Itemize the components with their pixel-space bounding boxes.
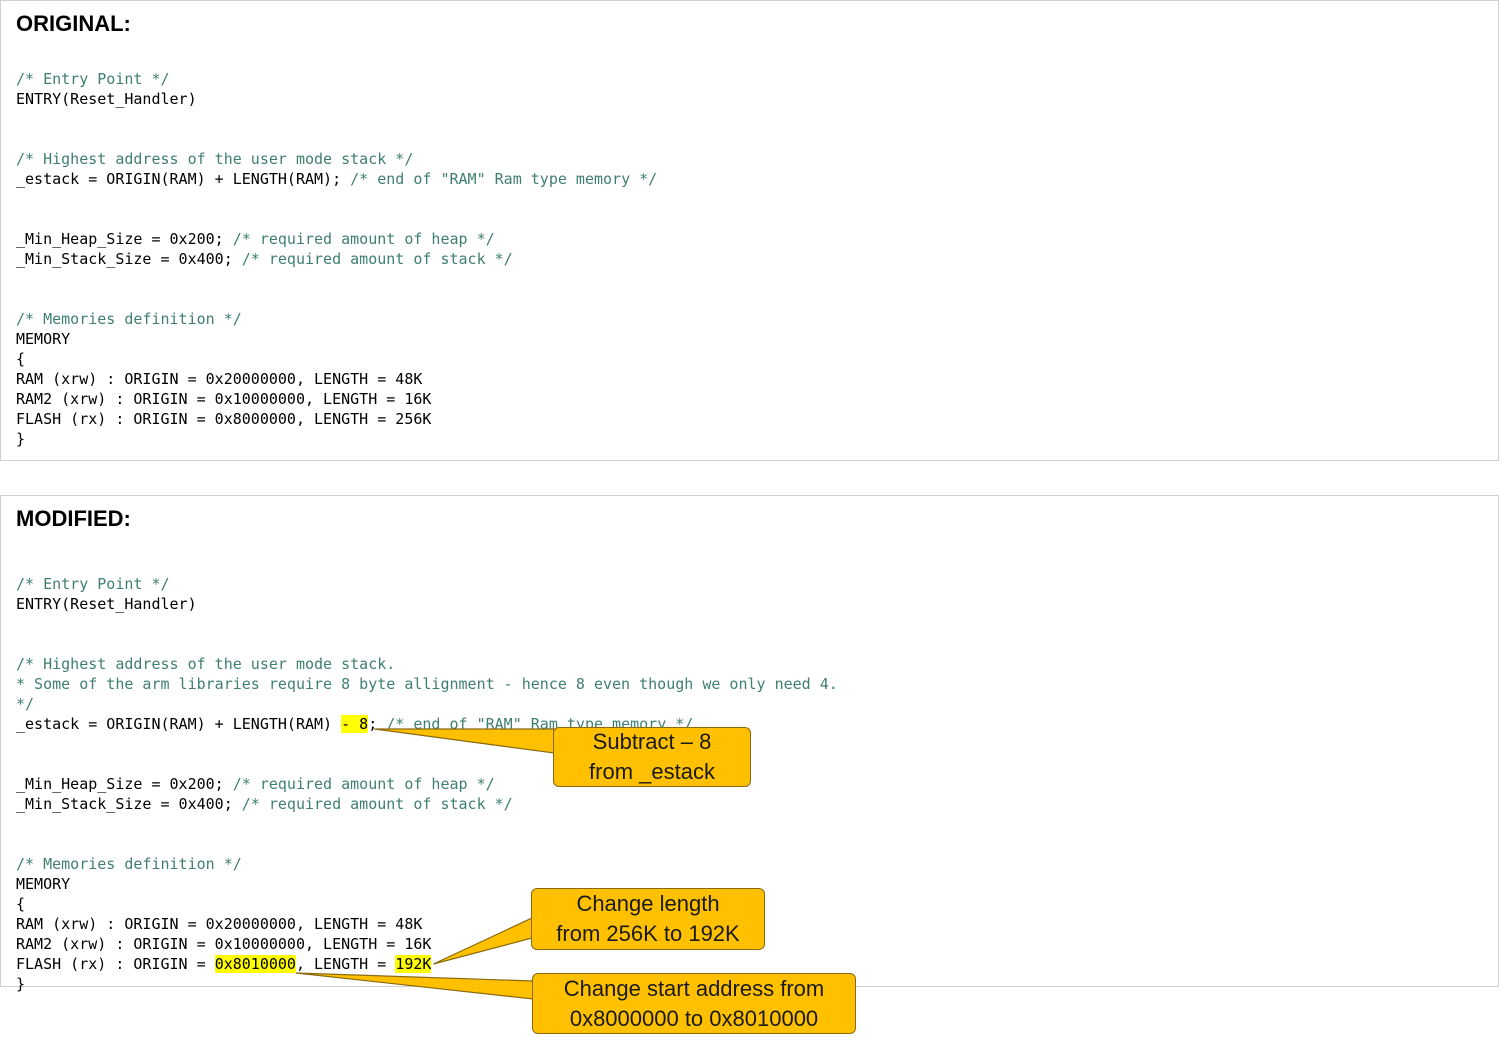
code-line: }	[16, 429, 657, 449]
code-line: RAM2 (xrw) : ORIGIN = 0x10000000, LENGTH…	[16, 389, 657, 409]
code-text: ENTRY(Reset_Handler)	[16, 90, 197, 108]
code-line: */	[16, 694, 838, 714]
code-line: {	[16, 894, 838, 914]
code-text: ;	[368, 715, 387, 733]
code-line: /* Entry Point */	[16, 69, 657, 89]
code-line: RAM2 (xrw) : ORIGIN = 0x10000000, LENGTH…	[16, 934, 838, 954]
length-callout-line2: from 256K to 192K	[556, 921, 740, 946]
code-text: RAM (xrw) : ORIGIN = 0x20000000, LENGTH …	[16, 370, 423, 388]
code-text: , LENGTH =	[295, 955, 396, 973]
code-line	[16, 814, 838, 834]
code-line: MEMORY	[16, 329, 657, 349]
code-comment: * Some of the arm libraries require 8 by…	[16, 675, 838, 693]
code-comment: */	[16, 695, 35, 713]
code-text: ENTRY(Reset_Handler)	[16, 595, 197, 613]
code-line: _Min_Heap_Size = 0x200; /* required amou…	[16, 774, 838, 794]
code-text: FLASH (rx) : ORIGIN =	[16, 955, 215, 973]
code-comment: /* end of "RAM" Ram type memory */	[350, 170, 658, 188]
highlighted-change: 192K	[395, 955, 432, 973]
code-line	[16, 129, 657, 149]
code-text: RAM (xrw) : ORIGIN = 0x20000000, LENGTH …	[16, 915, 423, 933]
highlighted-change: - 8	[341, 715, 369, 733]
address-callout-line1: Change start address from	[563, 975, 825, 1001]
code-text: {	[16, 350, 26, 368]
code-comment: /* Entry Point */	[16, 70, 170, 88]
code-text: RAM2 (xrw) : ORIGIN = 0x10000000, LENGTH…	[16, 390, 432, 408]
code-line: _Min_Heap_Size = 0x200; /* required amou…	[16, 229, 657, 249]
code-line: FLASH (rx) : ORIGIN = 0x8000000, LENGTH …	[16, 409, 657, 429]
code-comment: /* Memories definition */	[16, 855, 242, 873]
code-line	[16, 109, 657, 129]
modified-title: MODIFIED:	[16, 506, 131, 531]
highlighted-change: 0x8010000	[214, 955, 296, 973]
code-line	[16, 634, 838, 654]
code-line	[16, 289, 657, 309]
code-line: MEMORY	[16, 874, 838, 894]
code-comment: /* Memories definition */	[16, 310, 242, 328]
address-callout: Change start address from 0x8000000 to 0…	[532, 973, 856, 1034]
code-line	[16, 189, 657, 209]
code-line: _estack = ORIGIN(RAM) + LENGTH(RAM); /* …	[16, 169, 657, 189]
code-text: _Min_Heap_Size = 0x200;	[16, 230, 233, 248]
code-comment: /* required amount of heap */	[232, 230, 495, 248]
code-line	[16, 209, 657, 229]
code-line: /* Highest address of the user mode stac…	[16, 654, 838, 674]
length-callout-line1: Change length	[576, 891, 720, 916]
code-text: {	[16, 895, 26, 913]
code-line: ENTRY(Reset_Handler)	[16, 89, 657, 109]
code-text: RAM2 (xrw) : ORIGIN = 0x10000000, LENGTH…	[16, 935, 432, 953]
code-line: {	[16, 349, 657, 369]
code-line	[16, 614, 838, 634]
code-text: _Min_Heap_Size = 0x200;	[16, 775, 233, 793]
estack-callout-line2: from _estack	[589, 759, 715, 784]
code-line	[16, 269, 657, 289]
original-code-block: /* Entry Point */ ENTRY(Reset_Handler) /* …	[16, 69, 657, 449]
original-panel: ORIGINAL: /* Entry Point */ ENTRY(Reset_H…	[0, 0, 1499, 461]
code-line	[16, 554, 838, 574]
code-text: }	[16, 975, 26, 993]
estack-callout-line1: Subtract – 8	[592, 729, 712, 754]
code-comment: /* required amount of stack */	[241, 795, 513, 813]
original-title: ORIGINAL:	[16, 11, 131, 36]
code-text: _estack = ORIGIN(RAM) + LENGTH(RAM);	[16, 170, 351, 188]
code-line: /* Entry Point */	[16, 574, 838, 594]
code-line: }	[16, 974, 838, 994]
code-comment: /* Highest address of the user mode stac…	[16, 655, 396, 673]
code-line: _Min_Stack_Size = 0x400; /* required amo…	[16, 794, 838, 814]
code-text: _estack = ORIGIN(RAM) + LENGTH(RAM)	[16, 715, 342, 733]
code-comment: /* required amount of stack */	[241, 250, 513, 268]
code-line: ENTRY(Reset_Handler)	[16, 594, 838, 614]
code-line: RAM (xrw) : ORIGIN = 0x20000000, LENGTH …	[16, 369, 657, 389]
estack-callout: Subtract – 8 from _estack	[553, 727, 751, 787]
code-comment: /* Entry Point */	[16, 575, 170, 593]
code-line: /* Memories definition */	[16, 854, 838, 874]
code-text: _Min_Stack_Size = 0x400;	[16, 795, 242, 813]
address-callout-line2: 0x8000000 to 0x8010000	[569, 1005, 819, 1031]
code-line: RAM (xrw) : ORIGIN = 0x20000000, LENGTH …	[16, 914, 838, 934]
code-comment: /* required amount of heap */	[232, 775, 495, 793]
modified-code-block: /* Entry Point */ ENTRY(Reset_Handler) /* …	[16, 554, 838, 994]
length-callout: Change length from 256K to 192K	[531, 888, 765, 950]
code-line: FLASH (rx) : ORIGIN = 0x8010000, LENGTH …	[16, 954, 838, 974]
code-line: * Some of the arm libraries require 8 by…	[16, 674, 838, 694]
code-line	[16, 834, 838, 854]
code-line: _Min_Stack_Size = 0x400; /* required amo…	[16, 249, 657, 269]
code-line: /* Highest address of the user mode stac…	[16, 149, 657, 169]
code-comment: /* Highest address of the user mode stac…	[16, 150, 414, 168]
code-text: MEMORY	[16, 330, 71, 348]
code-line: /* Memories definition */	[16, 309, 657, 329]
code-text: _Min_Stack_Size = 0x400;	[16, 250, 242, 268]
code-text: FLASH (rx) : ORIGIN = 0x8000000, LENGTH …	[16, 410, 432, 428]
code-text: }	[16, 430, 26, 448]
code-text: MEMORY	[16, 875, 71, 893]
